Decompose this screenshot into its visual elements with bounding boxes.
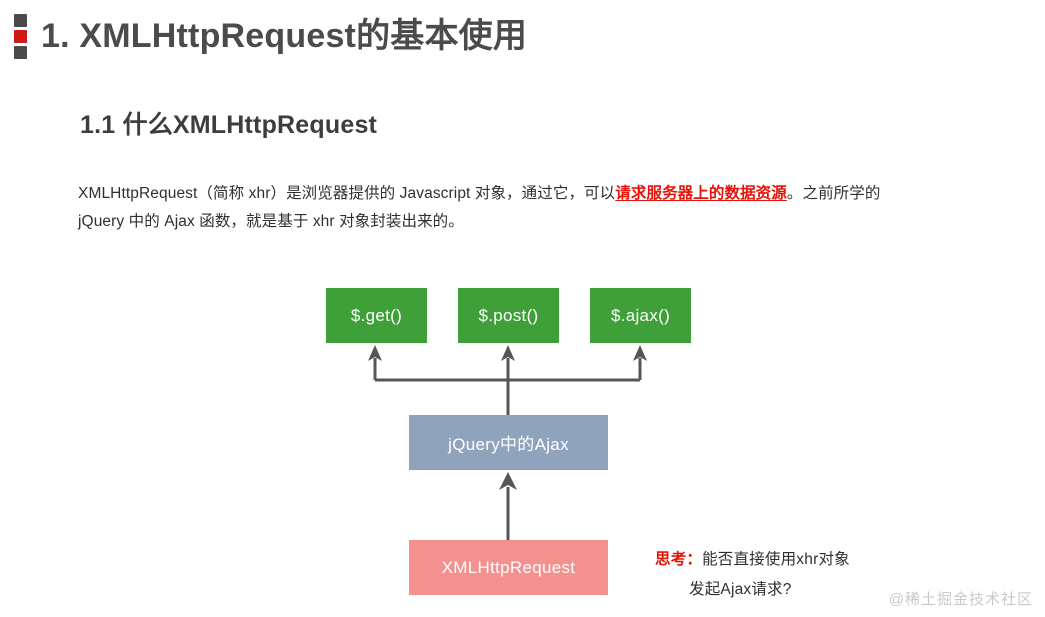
annotation-question-2: 发起Ajax请求? [689, 581, 792, 598]
section-heading: 1.1 什么XMLHttpRequest [80, 111, 378, 139]
node-jquery-ajax[interactable]: jQuery中的Ajax [409, 415, 608, 470]
annotation-question-1: 能否直接使用xhr对象 [702, 551, 850, 568]
annotation-note: 思考：能否直接使用xhr对象 发起Ajax请求? [655, 545, 850, 605]
watermark: @稀土掘金技术社区 [888, 591, 1033, 608]
page-title-row: 1. XMLHttpRequest的基本使用 [14, 12, 527, 59]
title-marker-icon [14, 14, 27, 59]
node-get[interactable]: $.get() [326, 288, 427, 343]
paragraph-part-1: XMLHttpRequest（简称 xhr）是浏览器提供的 Javascript… [78, 185, 616, 202]
title-marker-square-top [14, 14, 27, 27]
page-title: 1. XMLHttpRequest的基本使用 [41, 16, 528, 55]
annotation-lead: 思考： [655, 551, 703, 568]
title-marker-square-accent [14, 30, 27, 43]
node-xmlhttprequest[interactable]: XMLHttpRequest [409, 540, 608, 595]
paragraph-highlight: 请求服务器上的数据资源 [615, 185, 787, 202]
annotation-line-1: 思考：能否直接使用xhr对象 [655, 545, 850, 575]
title-marker-square-bottom [14, 46, 27, 59]
node-ajax[interactable]: $.ajax() [590, 288, 691, 343]
paragraph-part-2: 。之前所学的 jQuery 中的 Ajax 函数，就是基于 xhr 对象封装出来… [78, 185, 881, 230]
body-paragraph: XMLHttpRequest（简称 xhr）是浏览器提供的 Javascript… [78, 180, 908, 236]
node-post[interactable]: $.post() [458, 288, 559, 343]
